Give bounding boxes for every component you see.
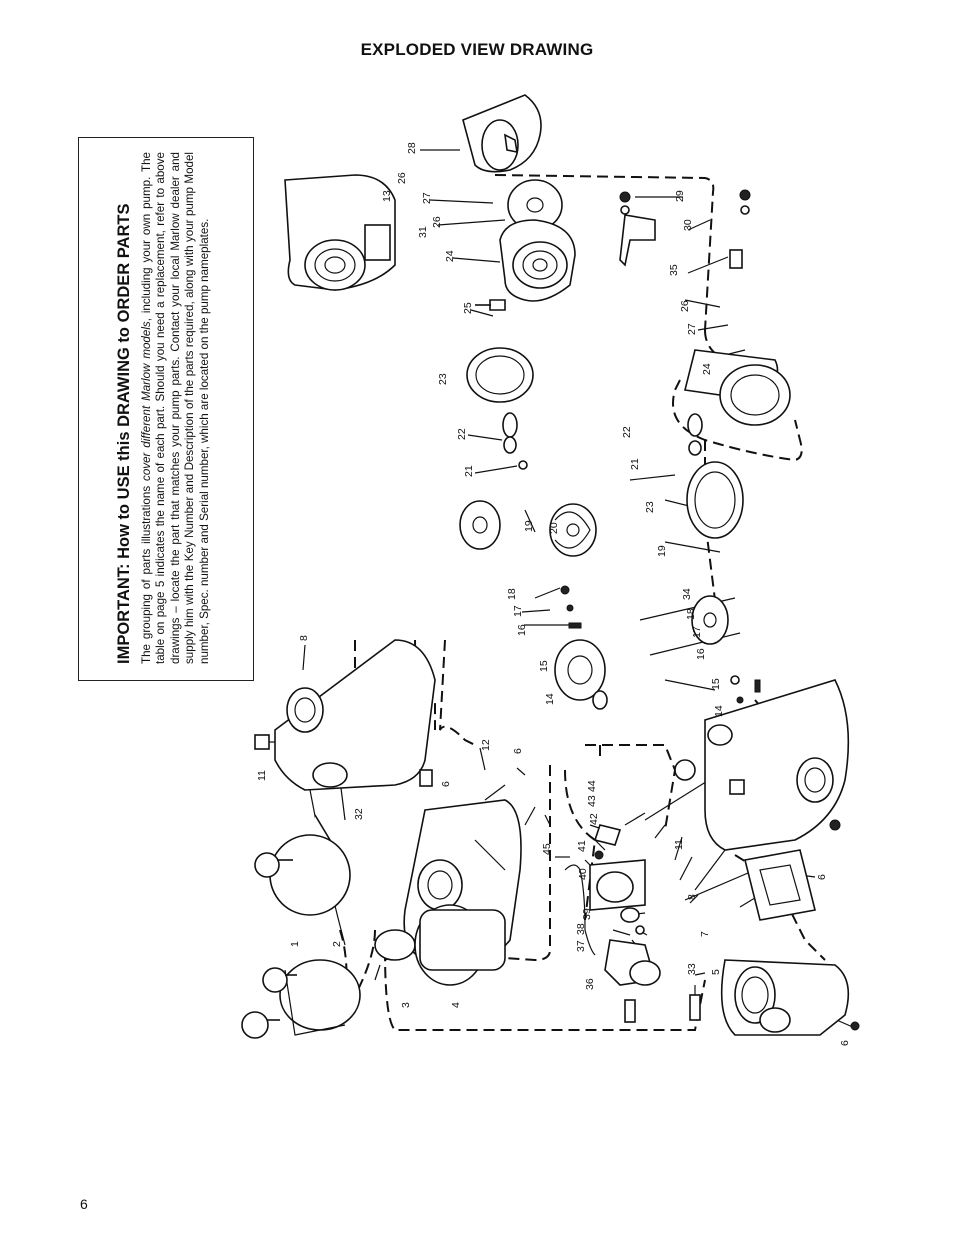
callout-numbers: 28 26 13 27 26 31 24 25 23 22 21 19 20 1…: [256, 142, 851, 1046]
callout-15: 15: [538, 660, 550, 672]
callout-21: 21: [629, 458, 641, 470]
callout-29: 29: [674, 190, 686, 202]
callout-16: 16: [695, 648, 707, 660]
page-title: EXPLODED VIEW DRAWING: [360, 40, 594, 59]
callout-14: 14: [713, 705, 725, 717]
callout-30: 30: [682, 219, 694, 231]
callout-26: 26: [431, 216, 443, 228]
callout-39: 39: [581, 908, 593, 920]
callout-15: 15: [710, 678, 722, 690]
callout-43: 43: [586, 795, 598, 807]
callout-25: 25: [462, 302, 474, 314]
ordering-instructions-box: IMPORTANT: How to USE this DRAWING to OR…: [78, 137, 254, 681]
callout-26: 26: [396, 172, 408, 184]
knob-handles: [241, 852, 297, 1039]
callout-38: 38: [575, 923, 587, 935]
callout-22: 22: [456, 428, 468, 440]
callout-21: 21: [463, 465, 475, 477]
callout-4: 4: [450, 1002, 462, 1008]
discharge-parts: [589, 824, 661, 1023]
callout-8: 8: [686, 894, 698, 900]
callout-6: 6: [440, 781, 452, 787]
callout-23: 23: [644, 501, 656, 513]
callout-36: 36: [584, 978, 596, 990]
gasket-plate: [744, 849, 816, 921]
callout-2: 2: [331, 941, 343, 947]
callout-28: 28: [406, 142, 418, 154]
callout-23: 23: [437, 373, 449, 385]
callout-24: 24: [701, 363, 713, 375]
callout-17: 17: [691, 626, 703, 638]
callout-45: 45: [541, 843, 553, 855]
callout-3: 3: [400, 1002, 412, 1008]
callout-11: 11: [256, 770, 268, 781]
callout-6: 6: [512, 748, 524, 754]
callout-19: 19: [656, 545, 668, 557]
callout-26: 26: [679, 300, 691, 312]
callout-5: 5: [710, 969, 722, 975]
callout-33: 33: [686, 963, 698, 975]
callout-7: 7: [699, 931, 711, 937]
callout-42: 42: [588, 813, 600, 825]
callout-6: 6: [816, 874, 828, 880]
ordering-instructions-content: IMPORTANT: How to USE this DRAWING to OR…: [79, 138, 255, 682]
suction-elbow: [689, 959, 860, 1036]
callout-20: 20: [548, 522, 560, 534]
mounting-bracket: [619, 191, 656, 267]
callout-11: 11: [673, 839, 685, 850]
callout-8: 8: [298, 635, 310, 641]
callout-12: 12: [480, 739, 492, 751]
callout-18: 18: [685, 608, 697, 620]
callout-14: 14: [544, 693, 556, 705]
callout-27: 27: [421, 192, 433, 204]
instructions-body-italic: cover different Marlow models: [140, 321, 153, 481]
coupling-plates: [475, 179, 576, 311]
callout-40: 40: [577, 868, 589, 880]
callout-13: 13: [381, 190, 393, 202]
callout-35: 35: [668, 264, 680, 276]
callout-17: 17: [512, 605, 524, 617]
callout-27: 27: [686, 323, 698, 335]
page-number: 6: [80, 1196, 88, 1212]
motor-assembly: [284, 94, 542, 291]
instructions-body-part1: The grouping of parts illustrations: [140, 480, 153, 664]
pump-casing-upper: [254, 639, 436, 791]
callout-31: 31: [417, 226, 429, 238]
callout-37: 37: [575, 940, 587, 952]
callout-16: 16: [516, 624, 528, 636]
callout-32: 32: [353, 808, 365, 820]
callout-24: 24: [444, 250, 456, 262]
callout-22: 22: [621, 426, 633, 438]
callout-18: 18: [506, 588, 518, 600]
callout-6: 6: [839, 1040, 851, 1046]
instructions-body: The grouping of parts illustrations cove…: [140, 152, 212, 664]
strainer-assembly: [269, 814, 506, 1036]
instructions-heading: IMPORTANT: How to USE this DRAWING to OR…: [115, 203, 133, 664]
callout-19: 19: [523, 520, 535, 532]
callout-1: 1: [289, 941, 301, 947]
callout-44: 44: [586, 780, 598, 792]
callout-41: 41: [576, 840, 588, 852]
impeller-stage-one: [459, 347, 608, 710]
pump-casing-lower: [674, 679, 850, 851]
callout-34: 34: [681, 588, 693, 600]
exploded-view-diagram: .lead { stroke:#111; stroke-width:1.2; f…: [241, 94, 860, 1046]
